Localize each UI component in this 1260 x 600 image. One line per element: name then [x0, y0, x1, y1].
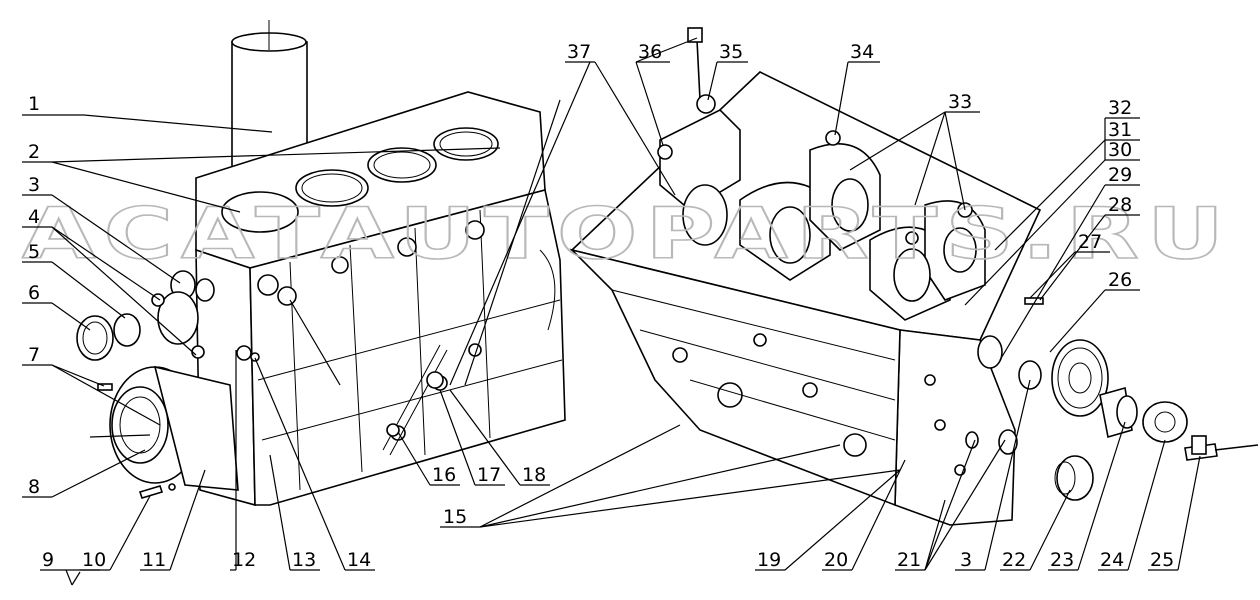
callout-9: 9 [42, 549, 54, 571]
callout-35: 35 [719, 41, 743, 63]
callout-14: 14 [347, 549, 371, 571]
callout-26: 26 [1108, 269, 1132, 291]
callout-22: 22 [1002, 549, 1026, 571]
callout-21: 21 [897, 549, 921, 571]
callout-28: 28 [1108, 194, 1132, 216]
callout-13: 13 [292, 549, 316, 571]
callout-16: 16 [432, 464, 456, 486]
callout-24: 24 [1100, 549, 1124, 571]
callout-6: 6 [28, 282, 40, 304]
callout-12: 12 [232, 549, 256, 571]
leader-lines [22, 37, 1201, 586]
seal-ring [76, 315, 114, 361]
idler-gear-hub [1142, 401, 1188, 443]
left-cylinder-block [76, 20, 566, 507]
callout-25: 25 [1150, 549, 1174, 571]
callout-32: 32 [1108, 97, 1132, 119]
callout-30: 30 [1108, 139, 1132, 161]
callout-18: 18 [522, 464, 546, 486]
callout-37: 37 [567, 41, 591, 63]
idler-gear [1051, 339, 1109, 417]
callout-34: 34 [850, 41, 874, 63]
callout-27: 27 [1078, 231, 1102, 253]
callout-33: 33 [948, 91, 972, 113]
bushing [113, 313, 141, 347]
callout-3-right: 3 [960, 549, 972, 571]
watermark: ACATAUTOPARTS.RU [22, 193, 1232, 275]
callout-5: 5 [28, 241, 40, 263]
callout-labels: 1 2 3 4 5 6 7 8 9 10 11 12 13 14 15 16 1… [28, 41, 1174, 571]
callout-20: 20 [824, 549, 848, 571]
callout-8: 8 [28, 476, 40, 498]
callout-17: 17 [477, 464, 501, 486]
callout-19: 19 [757, 549, 781, 571]
left-block-side-face [249, 189, 566, 506]
callout-29: 29 [1108, 164, 1132, 186]
right-cylinder-block [569, 27, 1044, 526]
callout-7: 7 [28, 344, 40, 366]
idler-gear-assembly [1051, 339, 1259, 501]
callout-3-left: 3 [28, 174, 40, 196]
callout-4: 4 [28, 206, 40, 228]
callout-10: 10 [82, 549, 106, 571]
callout-11: 11 [142, 549, 166, 571]
callout-15: 15 [443, 506, 467, 528]
callout-2: 2 [28, 141, 40, 163]
callout-31: 31 [1108, 119, 1132, 141]
callout-23: 23 [1050, 549, 1074, 571]
callout-36: 36 [638, 41, 662, 63]
callout-1: 1 [28, 93, 40, 115]
